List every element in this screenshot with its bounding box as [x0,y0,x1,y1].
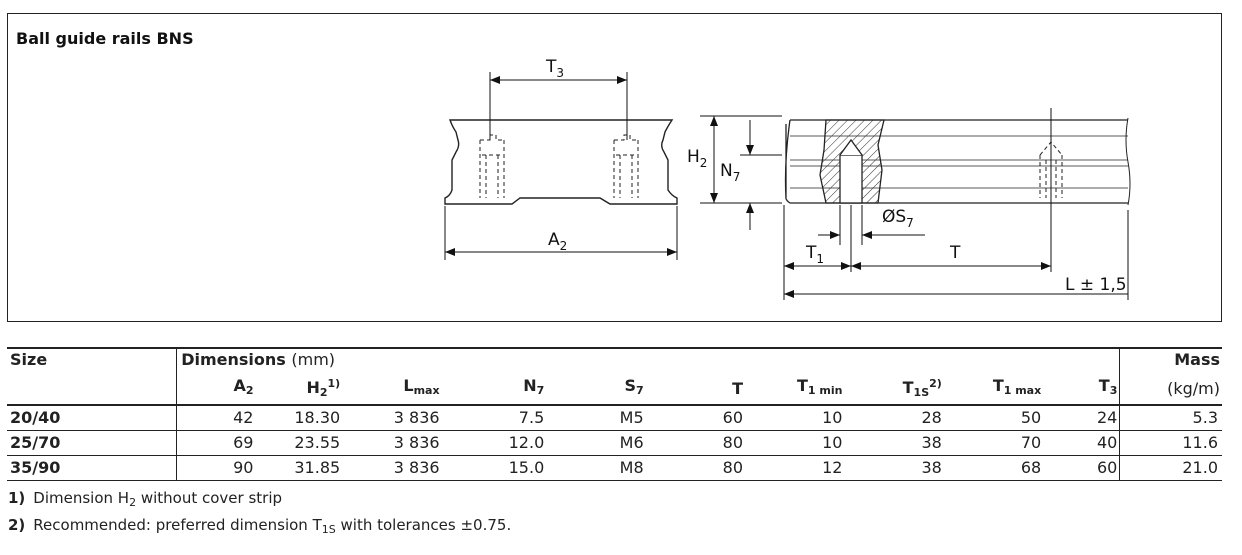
size-cell: 20/40 [7,405,178,431]
footnote: 2)Recommended: preferred dimension T1S w… [8,516,512,536]
column-header: N7 [441,373,547,406]
dimensions-header: Dimensions (mm) [176,347,1120,373]
size-cell: 35/90 [7,455,178,481]
table-cell: 69 [176,430,256,456]
table-cell: M5 [546,405,646,431]
column-header: Lmax [342,373,442,406]
mass-cell: 11.6 [1119,430,1222,456]
dimension-t1-t [783,108,1129,300]
table-cell: 12 [745,455,845,481]
technical-drawing: T3 A2 H2 N7 ØS7 [444,57,1131,300]
table-cell: 80 [645,430,746,456]
column-header: A2 [176,373,256,406]
label-a2: A2 [548,230,567,253]
mass-cell: 5.3 [1119,405,1222,431]
dimension-t3 [489,72,628,140]
label-n7: N7 [720,161,740,184]
table-cell: 38 [844,455,944,481]
table-cell: 15.0 [441,455,547,481]
label-l: L ± 1,5 [1065,275,1127,295]
mass-cell: 21.0 [1119,455,1222,481]
footnote: 1)Dimension H2 without cover strip [8,489,283,509]
dimension-h2 [700,115,782,230]
table-cell: 28 [844,405,944,431]
column-header: H21) [255,373,343,406]
table-cell: 10 [745,405,845,431]
dimension-a2 [444,206,678,260]
table-cell: 3 836 [342,455,442,481]
table-cell: 42 [176,405,256,431]
label-t1: T1 [805,243,824,266]
table-cell: 10 [745,430,845,456]
rail-side-view [784,117,1131,206]
column-header: S7 [546,373,646,406]
table-cell: 23.55 [255,430,343,456]
drawing-title: Ball guide rails BNS [16,29,194,48]
table-cell: 90 [176,455,256,481]
column-header: T1S2) [844,373,944,406]
table-cell: 68 [943,455,1044,481]
label-t3: T3 [545,57,564,80]
column-header: T [645,373,746,406]
table-cell: M8 [546,455,646,481]
column-header: T1 max [943,373,1044,406]
table-cell: 18.30 [255,405,343,431]
label-t: T [949,243,961,263]
column-header: T1 min [745,373,845,406]
table-cell: 3 836 [342,430,442,456]
table-cell: 12.0 [441,430,547,456]
table-cell: 40 [1043,430,1120,456]
size-header: Size [7,347,178,406]
mass-unit: (kg/m) [1119,373,1222,406]
table-cell: 60 [645,405,746,431]
footnotes: 1)Dimension H2 without cover strip 2)Reco… [8,487,511,541]
dimension-s7 [818,205,925,245]
table-cell: 70 [943,430,1044,456]
label-s7: ØS7 [882,207,914,230]
drawing-panel: Ball guide rails BNS [7,13,1222,322]
table-cell: 24 [1043,405,1120,431]
table-header-row: Size Dimensions (mm) Mass [7,347,1222,406]
table-cell: 60 [1043,455,1120,481]
table-cell: 38 [844,430,944,456]
rail-cross-section [444,119,678,205]
table-cell: 31.85 [255,455,343,481]
column-header: T3 [1043,373,1120,406]
table-cell: 80 [645,455,746,481]
label-h2: H2 [687,147,707,170]
table-cell: 3 836 [342,405,442,431]
table-cell: 7.5 [441,405,547,431]
table-cell: 50 [943,405,1044,431]
table-cell: M6 [546,430,646,456]
size-cell: 25/70 [7,430,178,456]
mass-header: Mass [1119,347,1222,373]
